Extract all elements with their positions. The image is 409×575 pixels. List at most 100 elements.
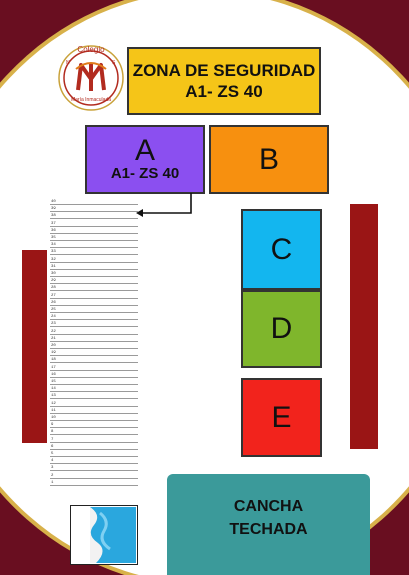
seat-row-line: [50, 448, 138, 450]
seat-row-number: 31: [51, 264, 56, 269]
seat-row-line: [50, 225, 138, 227]
seat-row-line: [50, 463, 138, 465]
seat-row-line: [50, 304, 138, 306]
seat-row-number: 36: [51, 228, 56, 233]
seat-row-number: 15: [51, 380, 56, 384]
seat-row-number: 24: [51, 315, 56, 320]
seat-row-number: 40: [51, 200, 56, 204]
header-title: ZONA DE SEGURIDAD: [132, 60, 316, 80]
seat-row-number: 38: [51, 214, 56, 219]
seat-row-number: 27: [51, 293, 56, 298]
seat-row-number: 37: [51, 221, 56, 226]
pool-image: [70, 505, 138, 565]
seat-row-number: 4: [51, 459, 54, 464]
seat-row-number: 13: [51, 394, 56, 399]
zone-d: D: [241, 290, 322, 368]
seat-row-line: [50, 369, 138, 371]
zone-e: E: [241, 378, 322, 457]
seat-row-line: [50, 362, 138, 364]
seat-row-line: [50, 340, 138, 342]
arrow-to-row-40: [136, 193, 192, 217]
zone-c-letter: C: [270, 232, 293, 266]
safety-zone-header: ZONA DE SEGURIDAD A1- ZS 40: [127, 47, 321, 115]
seat-row-number: 20: [51, 344, 56, 348]
seat-row-line: [50, 261, 138, 263]
seat-row-line: [50, 391, 138, 393]
seat-row-number: 34: [51, 243, 56, 248]
zone-a-letter: A: [134, 134, 155, 168]
seat-row-number: 17: [51, 365, 56, 370]
seat-row-line: [50, 405, 138, 407]
logo-letter-right: S: [112, 60, 116, 66]
seat-row-line: [50, 384, 138, 385]
seat-row-line: [50, 312, 138, 313]
seat-row-line: [50, 376, 138, 378]
seat-row-number: 26: [51, 300, 56, 305]
seat-row-line: [50, 470, 138, 472]
seat-row-number: 3: [51, 466, 54, 471]
seat-row-number: 2: [51, 473, 54, 478]
seat-row-number: 39: [51, 207, 56, 212]
logo-top-text: Colegio: [77, 45, 105, 54]
seat-row-line: [50, 232, 138, 234]
zone-a: A A1- ZS 40: [85, 125, 205, 194]
seat-row-number: 30: [51, 272, 56, 276]
seat-row-line: [50, 441, 138, 443]
seat-row-number: 22: [51, 329, 56, 334]
seat-row-line: [50, 276, 138, 277]
seat-row-line: [50, 283, 138, 285]
seat-row-line: [50, 240, 138, 241]
seat-row-line: [50, 319, 138, 321]
seat-row-line: [50, 355, 138, 357]
seat-row-number: 5: [51, 452, 54, 456]
seat-row-line: [50, 484, 138, 486]
seat-row-number: 23: [51, 322, 56, 327]
court-line-1: CANCHA: [233, 498, 304, 516]
seat-row-line: [50, 434, 138, 436]
left-side-bar: [22, 250, 47, 443]
seat-row-number: 33: [51, 250, 56, 255]
seat-row-line: [50, 290, 138, 292]
zone-d-letter: D: [270, 312, 293, 345]
seat-row-number: 10: [51, 416, 56, 420]
seat-row-line: [50, 204, 138, 205]
zone-e-letter: E: [271, 400, 292, 434]
seat-row-number: 14: [51, 387, 56, 392]
seat-row-number: 35: [51, 236, 56, 240]
court-line-2: TECHADA: [229, 520, 308, 538]
seat-row-number: 18: [51, 358, 56, 363]
seat-row-line: [50, 211, 138, 213]
seat-row-number: 9: [51, 423, 54, 428]
seat-row-line: [50, 247, 138, 249]
zone-c: C: [241, 209, 322, 290]
seat-row-number: 12: [51, 401, 56, 406]
seat-row-line: [50, 348, 138, 349]
covered-court: CANCHA TECHADA: [167, 474, 370, 575]
zone-a-code: A1- ZS 40: [110, 165, 180, 183]
seat-row-number: 1: [51, 480, 54, 485]
seat-row-line: [50, 477, 138, 479]
seat-row-number: 6: [51, 444, 54, 449]
seat-row-line: [50, 398, 138, 400]
seat-row-line: [50, 326, 138, 328]
zone-b-letter: B: [258, 142, 279, 176]
seat-row-line: [50, 456, 138, 457]
seat-row-line: [50, 254, 138, 256]
seat-row-line: [50, 297, 138, 299]
seat-row-line: [50, 427, 138, 429]
seat-row-number: 16: [51, 372, 56, 377]
seat-row-number: 28: [51, 286, 56, 291]
seat-row-number: 29: [51, 279, 56, 284]
seat-row-number: 19: [51, 351, 56, 356]
school-logo: [58, 45, 124, 111]
seat-row-number: 8: [51, 430, 54, 435]
right-side-bar: [350, 204, 378, 449]
seat-row-number: 11: [51, 408, 56, 413]
header-subtitle: A1- ZS 40: [185, 82, 263, 101]
seat-row-line: [50, 268, 138, 270]
zone-b: B: [209, 125, 329, 194]
seat-row-line: [50, 420, 138, 421]
logo-bottom-text: María Inmaculada: [70, 97, 112, 103]
